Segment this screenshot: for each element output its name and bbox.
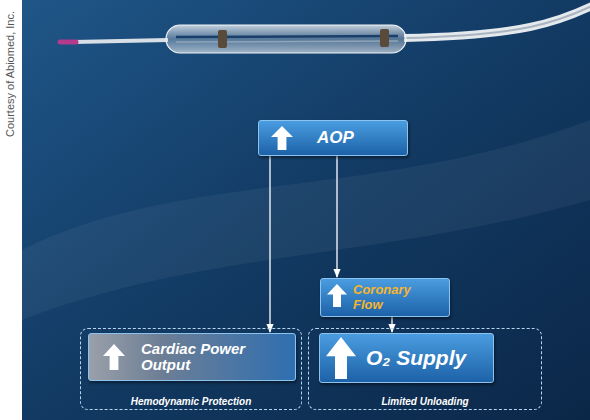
group-label: Limited Unloading bbox=[381, 396, 468, 409]
process-box: Cardiac Power Output bbox=[88, 333, 296, 381]
process-box: Coronary Flow bbox=[320, 278, 450, 317]
light-swoosh bbox=[22, 120, 590, 320]
process-box: AOP bbox=[258, 120, 408, 156]
group-region: Cardiac Power OutputHemodynamic Protecti… bbox=[80, 328, 302, 410]
group-label: Hemodynamic Protection bbox=[131, 396, 252, 409]
credit-text: Courtesy of Abiomed, Inc. bbox=[4, 11, 16, 137]
box-label: Cardiac Power Output bbox=[141, 341, 289, 374]
credit-line: Courtesy of Abiomed, Inc. bbox=[4, 0, 16, 154]
up-arrow-icon bbox=[326, 337, 356, 379]
group-region: O₂ SupplyLimited Unloading bbox=[308, 328, 542, 410]
box-label: Coronary Flow bbox=[353, 283, 443, 312]
panel-ground bbox=[22, 0, 590, 420]
up-arrow-icon bbox=[327, 284, 347, 307]
flow-arrow bbox=[269, 156, 270, 332]
flow-arrow bbox=[391, 317, 392, 332]
up-arrow-shape bbox=[327, 284, 347, 307]
impella-catheter bbox=[60, 6, 590, 53]
flow-arrow bbox=[336, 156, 337, 277]
up-arrow-shape bbox=[103, 344, 125, 370]
process-box: O₂ Supply bbox=[319, 333, 494, 383]
box-label: AOP bbox=[317, 129, 354, 148]
up-arrow-icon bbox=[103, 344, 125, 370]
up-arrow-shape bbox=[271, 126, 293, 150]
box-label: O₂ Supply bbox=[366, 346, 466, 369]
up-arrow-icon bbox=[271, 126, 293, 150]
up-arrow-shape bbox=[326, 337, 356, 379]
